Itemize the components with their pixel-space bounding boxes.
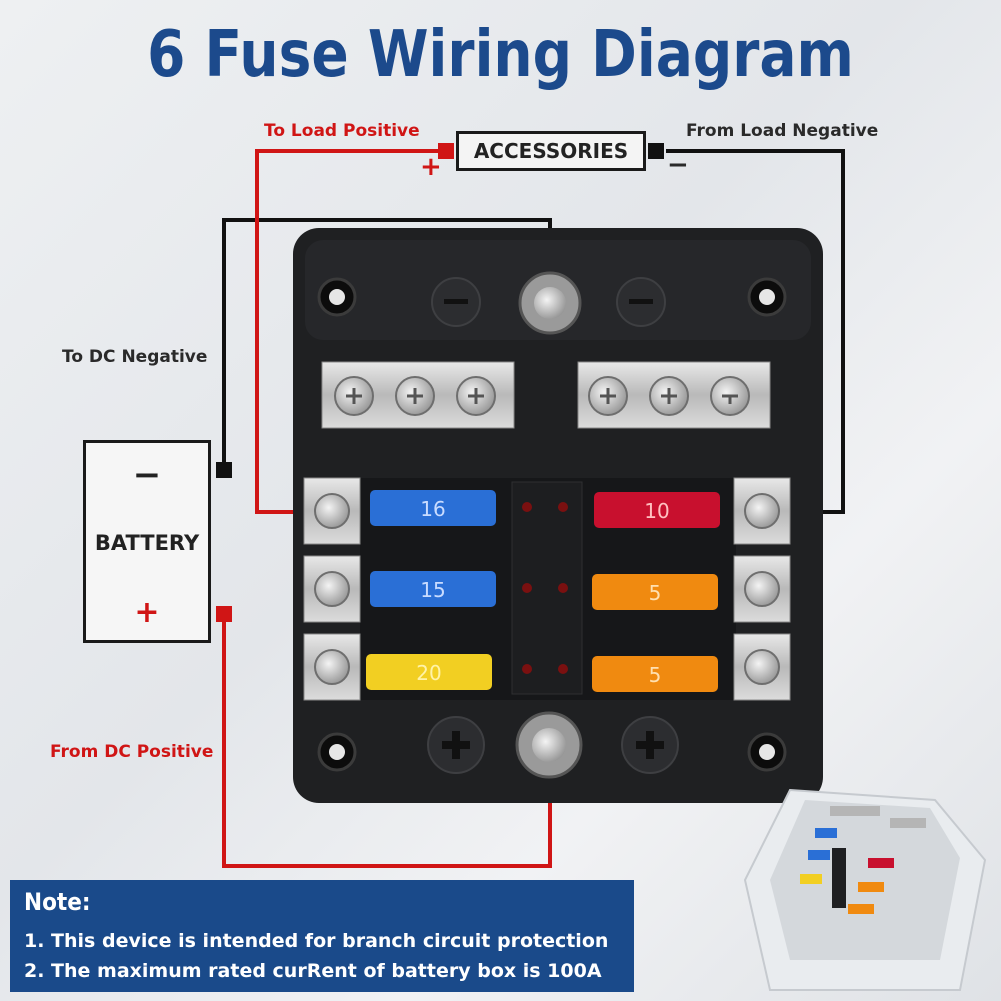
diagram-title: 6 Fuse Wiring Diagram [147,18,854,92]
fuse-right-2-rating: 5 [649,581,662,605]
fuse-right-2: 5 [592,574,718,610]
accessories-label: ACCESSORIES [473,139,629,163]
battery-minus-sign: − [132,455,162,495]
dc-positive-wire [222,614,552,868]
from-dc-positive-label: From DC Positive [50,742,214,762]
fuse-left-2-rating: 15 [420,578,445,602]
fuse-left-2: 15 [370,571,496,607]
fuse-left-1-rating: 16 [420,497,445,521]
product-inset-image [743,788,987,991]
fuse-right-3-rating: 5 [649,663,662,687]
fuse-right-1: 10 [594,492,720,528]
acc-positive-terminal [438,143,454,159]
battery-plus-sign: + [134,595,160,630]
note-panel: Note: 1. This device is intended for bra… [10,880,634,992]
fuse-right-3: 5 [592,656,718,692]
fuse-left-1: 16 [370,490,496,526]
fuse-right-1-rating: 10 [644,499,669,523]
note-line-1: 1. This device is intended for branch ci… [24,930,609,952]
battery-positive-terminal [216,606,232,622]
accessories-plus-sign: + [420,152,442,182]
to-load-positive-label: To Load Positive [264,121,420,141]
fuse-left-3: 20 [366,654,492,690]
accessories-minus-sign: − [667,150,689,180]
battery-label: BATTERY [94,531,200,555]
battery-negative-terminal [216,462,232,478]
acc-negative-terminal [648,143,664,159]
battery-box: − BATTERY + [83,440,211,643]
note-line-2: 2. The maximum rated curRent of battery … [24,960,602,982]
to-dc-negative-label: To DC Negative [62,347,208,367]
accessories-box: ACCESSORIES [456,131,646,171]
note-title: Note: [24,888,91,916]
fuse-left-3-rating: 20 [416,661,441,685]
from-load-negative-label: From Load Negative [686,121,879,141]
